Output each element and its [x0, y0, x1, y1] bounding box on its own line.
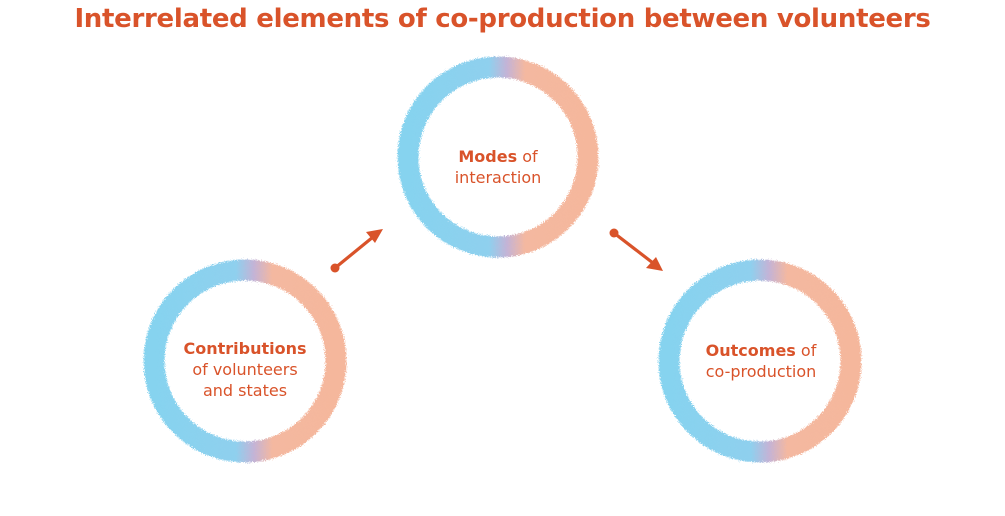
label-modes-inline: of	[517, 147, 538, 166]
diagram-title: Interrelated elements of co-production b…	[74, 4, 931, 34]
label-contributions-line-1: of volunteers	[192, 360, 298, 379]
label-outcomes-line-1: co-production	[705, 362, 817, 381]
label-contributions-bold: Contributions	[183, 339, 307, 358]
label-contributions-line-2: and states	[202, 381, 288, 400]
label-modes-of-interaction: Modes of interaction	[418, 146, 578, 188]
label-modes-bold: Modes	[458, 147, 518, 166]
node-modes-of-interaction	[397, 56, 599, 258]
node-outcomes	[658, 259, 862, 463]
ring-outcomes	[658, 259, 862, 463]
node-contributions	[143, 259, 347, 463]
ring-contributions	[143, 259, 347, 463]
label-outcomes-bold: Outcomes	[705, 341, 796, 360]
label-modes-line-1: interaction	[454, 168, 542, 187]
arrow-modes-to-outcomes	[609, 228, 663, 271]
ring-modes	[397, 56, 599, 258]
label-outcomes-inline: of	[795, 341, 817, 360]
label-outcomes: Outcomes of co-production	[676, 340, 846, 382]
arrow-contributions-to-modes	[330, 229, 383, 273]
label-contributions: Contributions of volunteers and states	[160, 338, 330, 401]
